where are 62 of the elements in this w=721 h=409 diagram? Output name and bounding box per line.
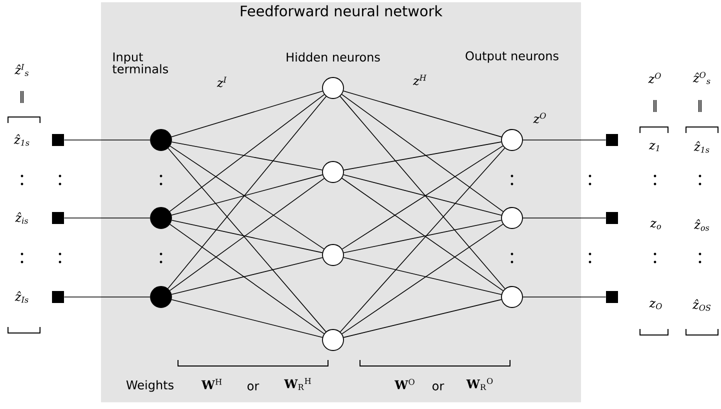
weights-label: or [248, 384, 260, 390]
neuron-circle [322, 329, 344, 351]
connection-line [341, 94, 504, 212]
weights-label: or [432, 384, 444, 390]
weight-symbol: W$^{O}$ [394, 378, 414, 390]
neuron-circle [501, 129, 523, 151]
connection-line [168, 96, 326, 289]
variable-label: z$^{I}$ [216, 76, 227, 88]
variable-label: ẑ$_{1s}$ [694, 141, 710, 153]
connection-line [342, 178, 504, 292]
neuron-circle [322, 161, 344, 183]
connection-line [171, 90, 323, 138]
connection-line [343, 142, 502, 170]
connection-line [171, 257, 323, 295]
neuron-circle [322, 77, 344, 99]
weight-symbol: W$_{R}$H [284, 378, 311, 390]
connection-line [343, 257, 502, 295]
weights-label: Weights [126, 380, 174, 392]
connection-line [343, 174, 502, 216]
neuron-circle [501, 207, 523, 229]
connection-line [64, 296, 150, 298]
layer-label: Input terminals [112, 52, 168, 74]
equals-sign: ‖ [654, 100, 656, 112]
terminal-square [606, 134, 618, 146]
terminal-square [606, 291, 618, 303]
variable-label: z$^{H}$ [412, 74, 427, 86]
variable-label: ẑ$_{OS}$ [692, 299, 711, 311]
variable-label: ẑ$_{os}$ [694, 219, 710, 231]
connection-line [169, 94, 325, 212]
connection-line [171, 174, 323, 216]
neuron-circle [322, 244, 344, 266]
layer-label: Output neurons [466, 51, 558, 63]
input-neuron [150, 286, 172, 308]
connection-line [340, 148, 506, 332]
terminal-square [52, 212, 64, 224]
connection-line [342, 146, 504, 250]
neuron-circle [501, 286, 523, 308]
variable-label: z$^{O}$ [648, 72, 661, 84]
connection-line [343, 90, 502, 138]
connection-line [171, 220, 323, 254]
connection-line [342, 224, 504, 334]
connection-line [170, 224, 324, 334]
weight-symbol: W$_{R}$O [466, 378, 493, 390]
equals-sign: ‖ [20, 91, 24, 103]
equals-sign: ‖ [698, 100, 702, 112]
weight-symbol: W$^{H}$ [201, 378, 222, 390]
terminal-square [52, 134, 64, 146]
variable-label: ẑ$^{O}$s [692, 72, 710, 84]
input-neuron [150, 129, 172, 151]
input-neuron [150, 207, 172, 229]
connection-line [170, 146, 324, 250]
connection-line [340, 96, 506, 290]
connection-line [343, 220, 502, 254]
terminal-square [52, 291, 64, 303]
connection-line [343, 299, 502, 338]
connection-line [522, 296, 606, 298]
connection-line [171, 299, 323, 338]
connection-line [169, 178, 325, 291]
connection-line [168, 148, 326, 332]
terminal-square [606, 212, 618, 224]
connection-line [171, 142, 323, 170]
variable-label: ẑ$^{I}$s [14, 64, 29, 76]
